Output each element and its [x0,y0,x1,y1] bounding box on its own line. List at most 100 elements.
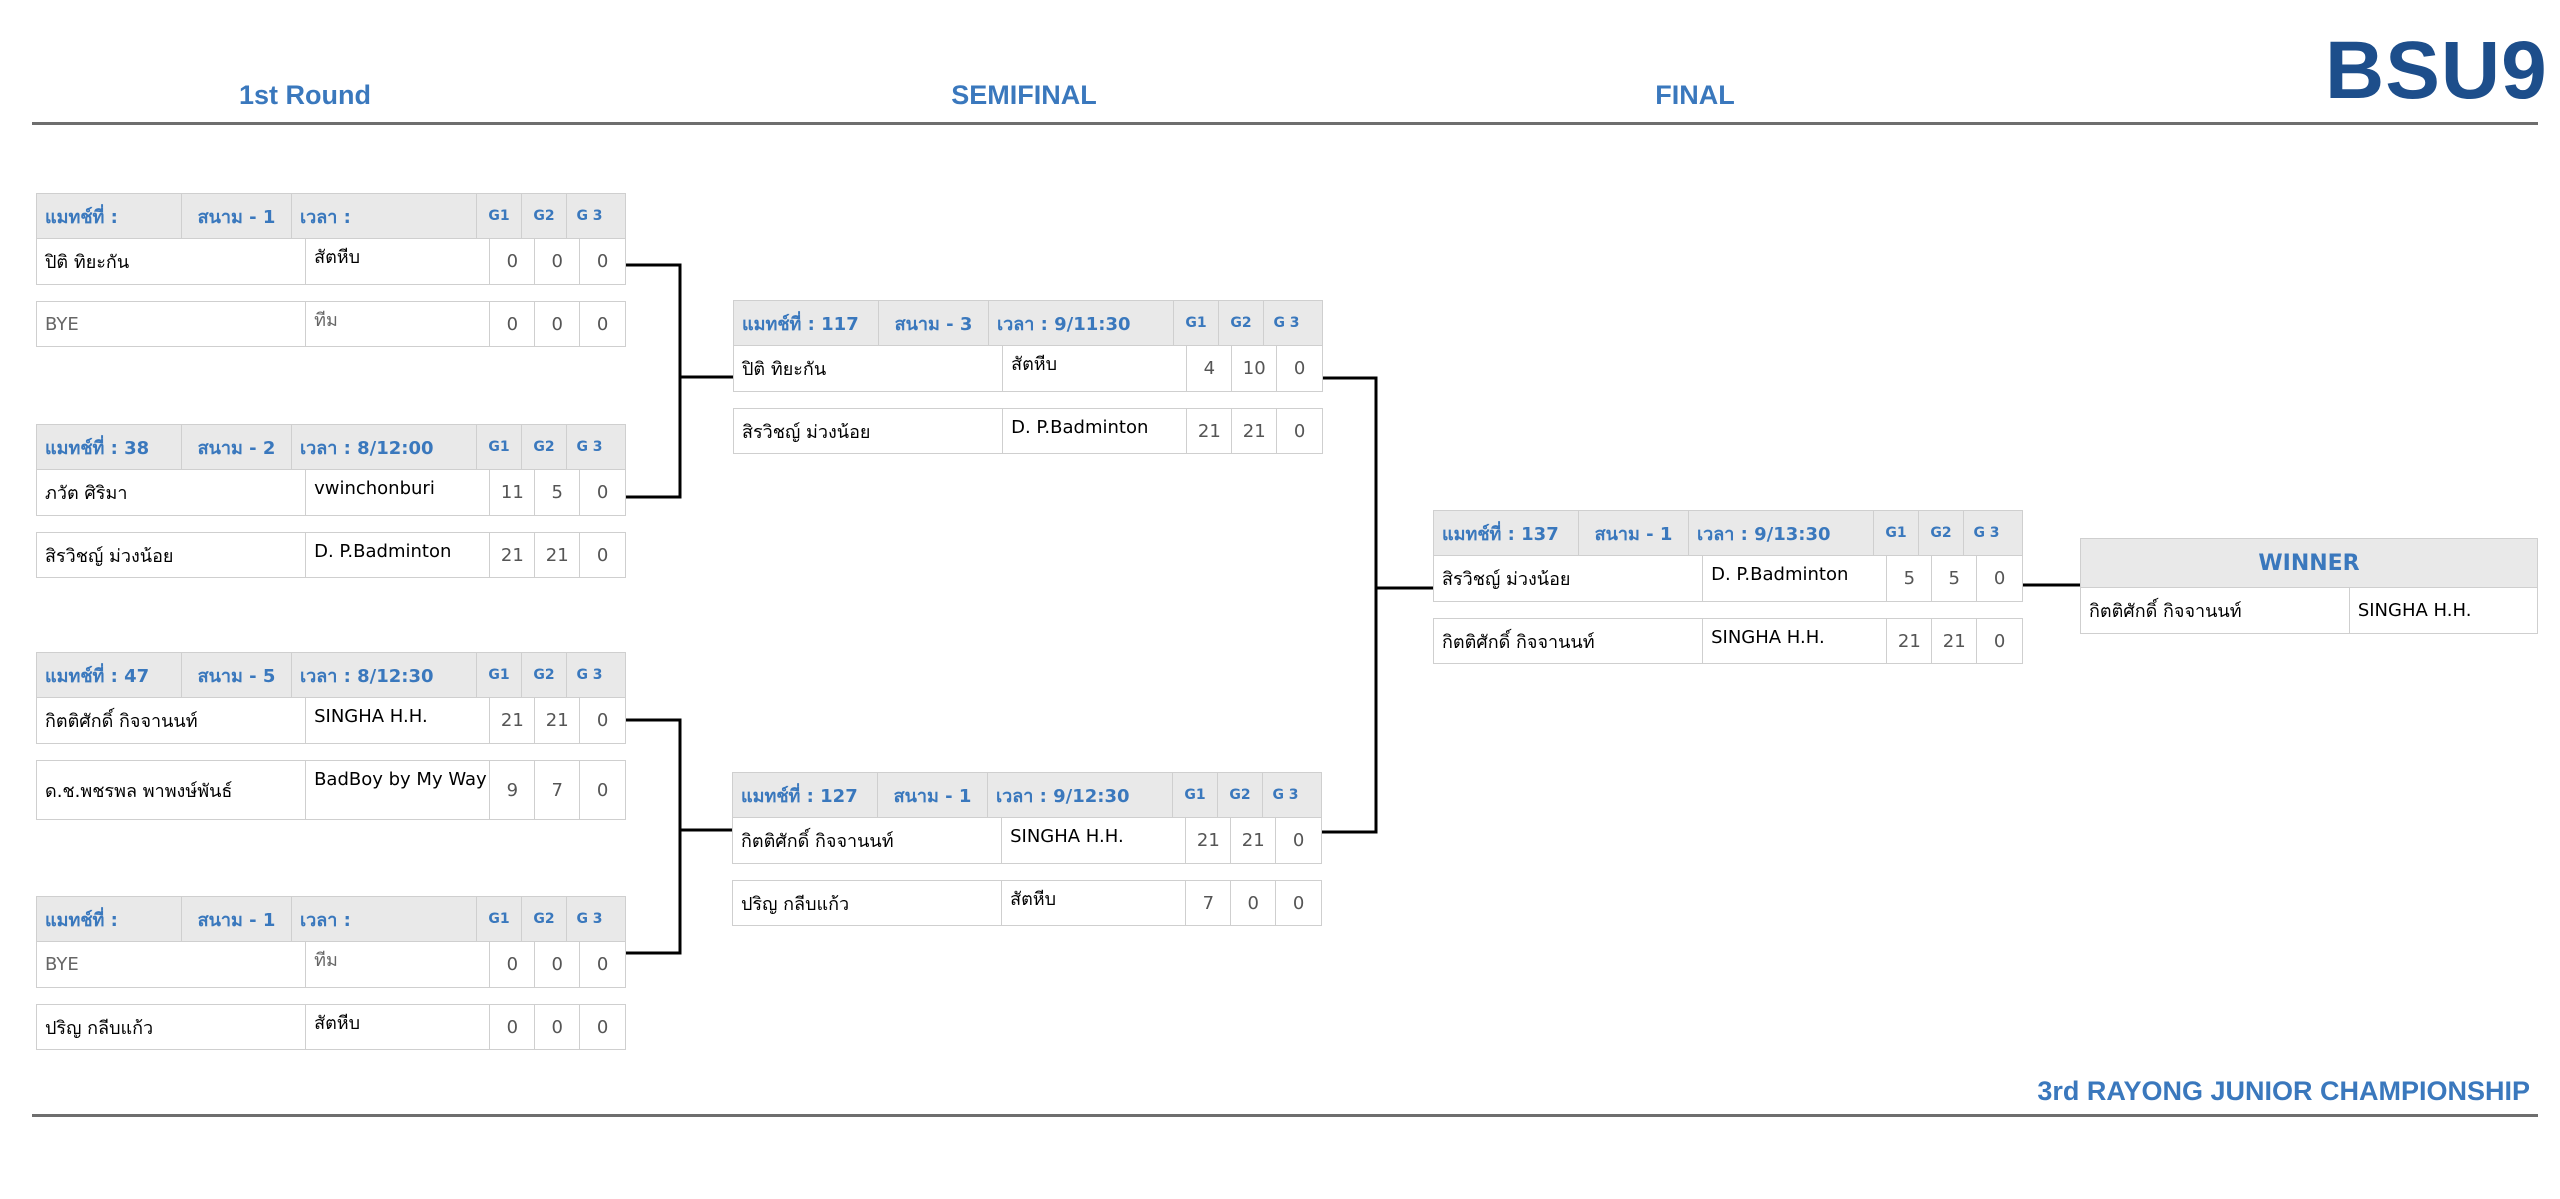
match-card-r1-3: แมทช์ที่ : 47 สนาม - 5 เวลา : 8/12:30 G1… [36,652,626,820]
game-score: 21 [535,698,581,743]
team-name: SINGHA H.H. [1703,619,1888,663]
game-score: 0 [1993,630,2006,652]
game-score: 0 [1993,568,2006,589]
game-score: 5 [1887,556,1933,601]
game-score: 21 [1187,409,1233,453]
game-score: 0 [596,251,609,272]
game-score: 21 [1232,409,1278,453]
game-score: 21 [490,533,536,577]
team-name: สัตหีบ [306,1005,491,1049]
match-number: แมทช์ที่ : 137 [1434,511,1579,555]
game-score: 0 [535,239,581,284]
player-row: ปิติ ทิยะกัน สัตหีบ 4 10 0 [733,346,1323,392]
game-score: 0 [490,942,536,987]
game-score: 0 [535,302,581,346]
team-name: SINGHA H.H. [306,698,491,743]
g1-header: G1 [477,897,522,941]
match-number: แมทช์ที่ : 127 [733,773,878,817]
match-header: แมทช์ที่ : สนาม - 1 เวลา : G1 G2 G 3 [36,193,626,239]
player-name: BYE [37,942,307,987]
g3-header: G 3 [576,911,603,927]
player-row: สิรวิชญ์ ม่วงน้อย D. P.Badminton 21 21 0 [36,532,626,578]
game-score: 0 [1293,358,1306,379]
team-name: สัตหีบ [1003,346,1188,391]
g1-header: G1 [1174,301,1219,345]
g3-header: G 3 [1973,525,2000,541]
player-row: ปริญ กลีบแก้ว สัตหีบ 7 0 0 [732,880,1322,926]
brand-logo: BSU9 [2325,25,2548,116]
g2-header: G2 [522,194,567,238]
game-score: 0 [596,313,609,335]
game-score: 21 [535,533,581,577]
game-score: 11 [490,470,536,515]
g3-header: G 3 [1273,315,1300,331]
team-name: ทีม [306,942,491,987]
team-name: D. P.Badminton [1703,556,1888,601]
g2-header: G2 [1218,773,1263,817]
match-time: เวลา : [292,897,477,941]
match-card-final: แมทช์ที่ : 137 สนาม - 1 เวลา : 9/13:30 G… [1433,510,2023,664]
round-title-1st: 1st Round [239,80,371,110]
round-title-final: FINAL [1655,80,1735,110]
g1-header: G1 [477,653,522,697]
game-score: 0 [1293,420,1306,442]
match-card-r1-4: แมทช์ที่ : สนาม - 1 เวลา : G1 G2 G 3 BYE… [36,896,626,1050]
player-name: ปริญ กลีบแก้ว [733,881,1003,925]
match-card-sf-1: แมทช์ที่ : 117 สนาม - 3 เวลา : 9/11:30 G… [733,300,1323,454]
player-row: สิรวิชญ์ ม่วงน้อย D. P.Badminton 21 21 0 [733,408,1323,454]
player-row: ปริญ กลีบแก้ว สัตหีบ 0 0 0 [36,1004,626,1050]
g1-header: G1 [477,425,522,469]
match-header: แมทช์ที่ : 117 สนาม - 3 เวลา : 9/11:30 G… [733,300,1323,346]
g2-header: G2 [522,653,567,697]
winner-name: กิตติศักดิ์ กิจจานนท์ [2081,588,2350,633]
court-label: สนาม - 2 [182,425,292,469]
match-number: แมทช์ที่ : 117 [734,301,879,345]
connector-sf [1322,376,1378,834]
match-time: เวลา : 9/13:30 [1689,511,1874,555]
match-card-r1-1: แมทช์ที่ : สนาม - 1 เวลา : G1 G2 G 3 ปิต… [36,193,626,347]
player-row: กิตติศักดิ์ กิจจานนท์ SINGHA H.H. 21 21 … [36,698,626,744]
match-time: เวลา : 8/12:00 [292,425,477,469]
winner-team: SINGHA H.H. [2357,600,2472,621]
winner-row: กิตติศักดิ์ กิจจานนท์ SINGHA H.H. [2080,588,2538,634]
player-name: กิตติศักดิ์ กิจจานนท์ [1434,619,1704,663]
player-row: BYE ทีม 0 0 0 [36,301,626,347]
player-row: ปิติ ทิยะกัน สัตหีบ 0 0 0 [36,239,626,285]
game-score: 21 [1887,619,1933,663]
game-score: 21 [1186,818,1232,863]
team-name: D. P.Badminton [306,533,491,577]
match-card-r1-2: แมทช์ที่ : 38 สนาม - 2 เวลา : 8/12:00 G1… [36,424,626,578]
match-time: เวลา : 9/11:30 [989,301,1174,345]
game-score: 0 [535,1005,581,1049]
game-score: 4 [1187,346,1233,391]
court-label: สนาม - 1 [182,194,292,238]
game-score: 0 [490,302,536,346]
player-name: ปิติ ทิยะกัน [734,346,1004,391]
match-time: เวลา : 9/12:30 [988,773,1173,817]
match-card-sf-2: แมทช์ที่ : 127 สนาม - 1 เวลา : 9/12:30 G… [732,772,1322,926]
match-header: แมทช์ที่ : 47 สนาม - 5 เวลา : 8/12:30 G1… [36,652,626,698]
player-row: BYE ทีม 0 0 0 [36,942,626,988]
g3-header: G 3 [576,439,603,455]
g2-header: G2 [522,897,567,941]
player-row: ด.ช.พชรพล พาพงษ์พันธ์ BadBoy by My Way 9… [36,760,626,820]
player-row: กิตติศักดิ์ กิจจานนท์ SINGHA H.H. 21 21 … [732,818,1322,864]
match-number: แมทช์ที่ : [37,194,182,238]
player-name: BYE [37,302,307,346]
g3-header: G 3 [576,667,603,683]
player-name: สิรวิชญ์ ม่วงน้อย [37,533,307,577]
match-header: แมทช์ที่ : 127 สนาม - 1 เวลา : 9/12:30 G… [732,772,1322,818]
team-name: D. P.Badminton [1003,409,1188,453]
g2-header: G2 [522,425,567,469]
player-name: ด.ช.พชรพล พาพงษ์พันธ์ [37,761,307,819]
game-score: 0 [1231,881,1277,925]
player-name: สิรวิชญ์ ม่วงน้อย [734,409,1004,453]
championship-title: 3rd RAYONG JUNIOR CHAMPIONSHIP [2037,1076,2530,1106]
court-label: สนาม - 1 [1579,511,1689,555]
game-score: 0 [490,239,536,284]
player-name: ภวัต ศิริมา [37,470,307,515]
g1-header: G1 [1173,773,1218,817]
game-score: 10 [1232,346,1278,391]
player-name: กิตติศักดิ์ กิจจานนท์ [733,818,1003,863]
